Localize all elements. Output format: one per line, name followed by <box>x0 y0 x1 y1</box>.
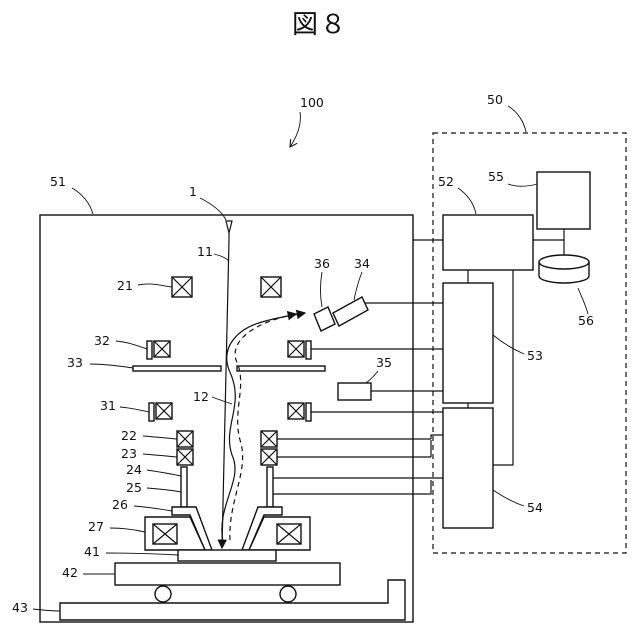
label-21: 21 <box>117 278 133 293</box>
label-55: 55 <box>488 169 504 184</box>
label-54: 54 <box>527 500 543 515</box>
label-36: 36 <box>314 256 330 271</box>
label-50: 50 <box>487 92 503 107</box>
objective-lens-23-right <box>261 449 277 465</box>
leader-53 <box>493 335 524 354</box>
control-unit-53 <box>443 283 493 403</box>
label-24: 24 <box>126 462 142 477</box>
label-56: 56 <box>578 313 594 328</box>
stage-wheel-left <box>155 586 171 602</box>
objective-lens-22-right <box>261 431 277 447</box>
link-52-54 <box>493 270 513 465</box>
objective-lens-23-left <box>177 449 193 465</box>
condenser-lens-left <box>172 277 192 297</box>
storage-56-top <box>539 255 589 269</box>
label-25: 25 <box>126 480 142 495</box>
leader-54 <box>493 490 524 506</box>
deflector-31-left <box>149 403 172 421</box>
electrode-24-left <box>181 467 187 507</box>
aperture-plate-right <box>237 366 325 371</box>
electrode-24-right <box>267 467 273 507</box>
detector-35 <box>338 383 371 400</box>
deflector-32-right <box>288 341 311 359</box>
label-43: 43 <box>12 600 28 615</box>
label-26: 26 <box>112 497 128 512</box>
stage-42 <box>115 563 340 585</box>
label-52: 52 <box>438 174 454 189</box>
leader-50 <box>508 106 526 132</box>
label-1: 1 <box>189 184 197 199</box>
label-23: 23 <box>121 446 137 461</box>
control-unit-54 <box>443 408 493 528</box>
label-22: 22 <box>121 428 137 443</box>
label-32: 32 <box>94 333 110 348</box>
label-42: 42 <box>62 565 78 580</box>
leader-56 <box>578 288 588 314</box>
objective-lens-22-left <box>177 431 193 447</box>
label-31: 31 <box>100 398 116 413</box>
deflector-32-left <box>147 341 170 359</box>
condenser-lens-right <box>261 277 281 297</box>
display-unit-55 <box>537 172 590 229</box>
label-11: 11 <box>197 244 213 259</box>
leader-51 <box>72 188 93 214</box>
label-41: 41 <box>84 544 100 559</box>
system-pointer-arrow <box>290 112 300 147</box>
label-33: 33 <box>67 355 83 370</box>
label-51: 51 <box>50 174 66 189</box>
label-12: 12 <box>193 389 209 404</box>
label-34: 34 <box>354 256 370 271</box>
aperture-plate-left <box>133 366 221 371</box>
stage-wheel-right <box>280 586 296 602</box>
leader-55 <box>508 184 537 186</box>
control-unit-52 <box>443 215 533 270</box>
label-35: 35 <box>376 355 392 370</box>
leader-52 <box>458 188 476 214</box>
label-53: 53 <box>527 348 543 363</box>
label-100: 100 <box>300 95 324 110</box>
deflector-31-right <box>288 403 311 421</box>
sample-41 <box>178 550 276 561</box>
label-27: 27 <box>88 519 104 534</box>
